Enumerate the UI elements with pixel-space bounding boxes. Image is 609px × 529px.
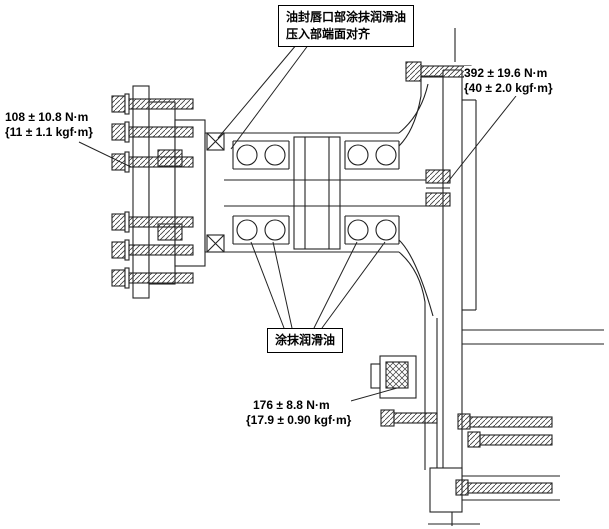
leader-lube-4 [321,241,386,329]
leader-lube-1 [250,241,285,329]
leader-lube-2 [272,241,293,329]
leader-seal-note-2 [230,43,310,150]
bearing-left-bottom [232,215,290,245]
bearing-ball [236,144,258,166]
torque-left-alt: {11 ± 1.1 kgf·m} [5,125,93,139]
shaft-housing [204,132,426,253]
bearing-left-top [232,140,290,170]
bearing-ball [375,219,397,241]
oil-seal-bottom [206,234,225,253]
torque-bottom-value: 176 ± 8.8 N·m [253,398,330,412]
bearing-ball [347,144,369,166]
bottom-flange [428,467,560,526]
hub-bolt [380,409,438,427]
lower-hub [370,318,438,470]
hub-bolts-right [457,413,553,448]
left-flange [132,85,206,299]
flange-bolt [111,211,194,233]
oil-seal-top [206,132,225,151]
torque-label-bottom: 176 ± 8.8 N·m {17.9 ± 0.90 kgf·m} [246,398,352,428]
axle-lines [462,329,604,345]
leader-seal-note-1 [217,43,298,139]
bearing-ball [375,144,397,166]
flange-bolt [111,151,194,173]
flange-bolts [111,93,194,289]
flange-bolt [111,267,194,289]
top-bolt [405,61,472,82]
torque-label-right: 392 ± 19.6 N·m {40 ± 2.0 kgf·m} [464,66,553,96]
seal-note-line2: 压入部端面对齐 [286,26,371,41]
torque-left-value: 108 ± 10.8 N·m [5,110,89,124]
leader-lube-3 [313,241,358,329]
leader-torque-left [78,141,132,168]
grease-fitting [385,361,409,389]
leader-lines [78,43,517,405]
flange-bolt [111,93,194,115]
torque-right-alt: {40 ± 2.0 kgf·m} [464,81,553,95]
seal-note-box: 油封唇口部涂抹润滑油 压入部端面对齐 [278,5,415,47]
bearing-spacer-block [293,136,341,250]
bearing-ball [264,219,286,241]
flange-bolt [111,239,194,261]
flange-bolt [111,121,194,143]
spindle-nut [425,169,451,207]
bearing-right-top [344,140,400,170]
lube-note-label: 涂抹润滑油 [275,333,336,347]
torque-bottom-alt: {17.9 ± 0.90 kgf·m} [246,413,352,427]
hub-bolt [457,413,553,430]
bearing-ball [347,219,369,241]
seal-note-line1: 油封唇口部涂抹润滑油 [286,10,407,24]
hub-bolt [467,431,553,448]
bearing-ball [236,219,258,241]
leader-torque-right [446,95,517,184]
bearing-ball [264,144,286,166]
torque-label-left: 108 ± 10.8 N·m {11 ± 1.1 kgf·m} [5,110,93,140]
bearing-right-bottom [344,215,400,245]
torque-right-value: 392 ± 19.6 N·m [464,66,548,80]
lube-note-box: 涂抹润滑油 [267,328,344,353]
